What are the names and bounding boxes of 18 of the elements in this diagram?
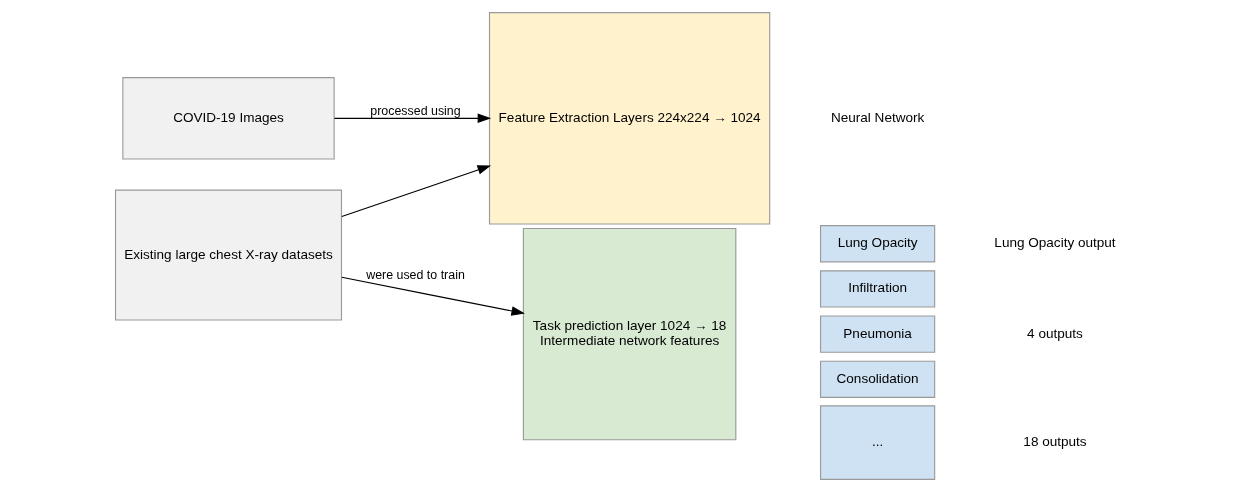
label: Neural Network bbox=[830, 109, 924, 125]
edge-label: processed using bbox=[369, 103, 461, 118]
arrow bbox=[340, 276, 525, 316]
edge-label: were used to train bbox=[365, 267, 465, 282]
node-box: Lung Opacity bbox=[819, 225, 935, 263]
node-box: Existing large chest X-ray datasets bbox=[114, 189, 342, 321]
node-box: Feature Extraction Layers 224x224 → 1024 bbox=[488, 12, 770, 225]
node-box: Task prediction layer 1024 → 18 Intermediate network features bbox=[522, 227, 736, 441]
label: 4 outputs bbox=[1026, 325, 1083, 341]
node-box: ... bbox=[819, 405, 935, 480]
arrow bbox=[333, 113, 491, 124]
node-box: Infiltration bbox=[819, 270, 935, 308]
label: 18 outputs bbox=[1022, 434, 1087, 450]
label: Lung Opacity output bbox=[993, 235, 1116, 251]
node-box: COVID-19 Images bbox=[121, 77, 335, 160]
arrow bbox=[340, 165, 491, 218]
node-box: Consolidation bbox=[819, 360, 935, 398]
node-box: Pneumonia bbox=[819, 315, 935, 353]
